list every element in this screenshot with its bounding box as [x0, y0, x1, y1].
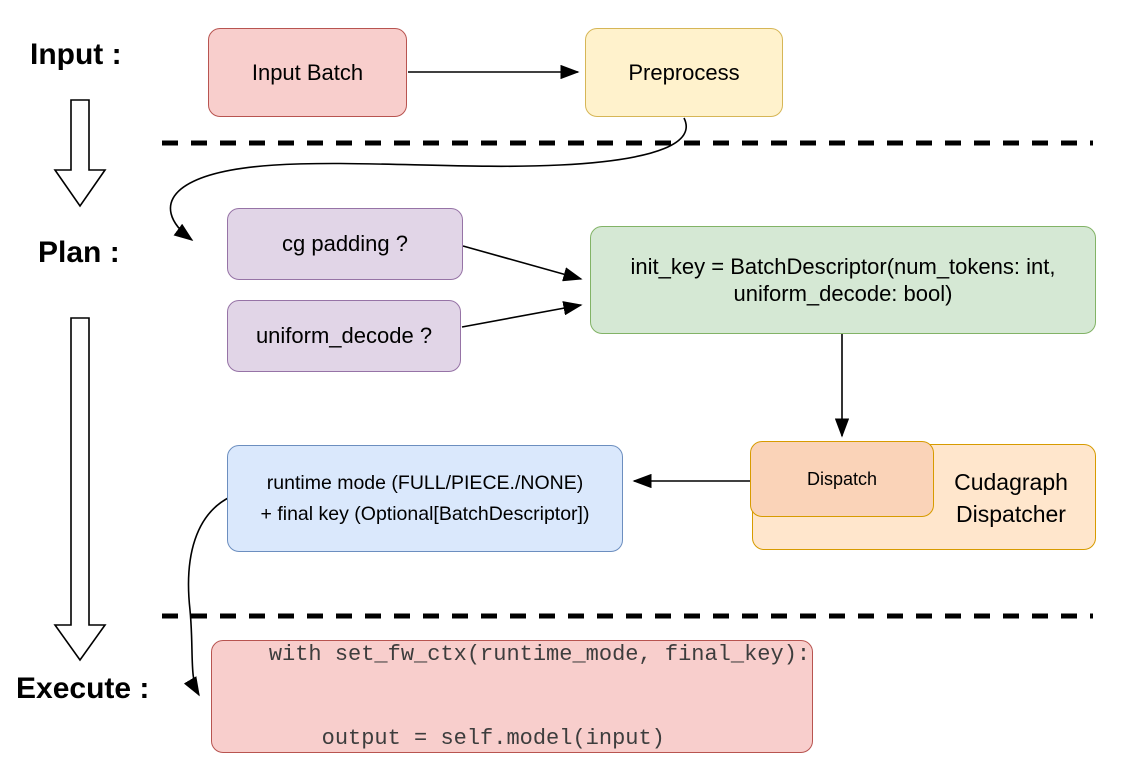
block-arrow-plan-to-execute — [53, 317, 107, 662]
init-key-line1: init_key = BatchDescriptor(num_tokens: i… — [630, 253, 1056, 279]
input-batch-box: Input Batch — [208, 28, 407, 117]
preprocess-box: Preprocess — [585, 28, 783, 117]
runtime-mode-line2: + final key (Optional[BatchDescriptor]) — [260, 502, 590, 525]
arrow-uniformdecode-to-initkey — [461, 301, 583, 328]
dispatch-label: Dispatch — [806, 468, 878, 489]
block-arrow-input-to-plan — [53, 99, 107, 208]
arrow-cgpadding-to-initkey — [462, 245, 583, 282]
input-batch-label: Input Batch — [251, 59, 364, 85]
execute-code-line2: output = self.model(input) — [268, 725, 665, 751]
execute-stage-label: Execute : — [16, 672, 150, 705]
plan-stage-label: Plan : — [38, 236, 120, 269]
execute-code-box: with set_fw_ctx(runtime_mode, final_key)… — [211, 640, 813, 753]
input-stage-label: Input : — [30, 38, 122, 71]
cg-padding-label: cg padding ? — [282, 231, 408, 257]
cudagraph-dispatcher-label: Cudagraph Dispatcher — [954, 468, 1068, 527]
uniform-decode-label: uniform_decode ? — [255, 323, 433, 349]
init-key-line2: uniform_decode: bool) — [733, 281, 953, 306]
uniform-decode-box: uniform_decode ? — [227, 300, 461, 372]
runtime-mode-box: runtime mode (FULL/PIECE./NONE) + final … — [227, 445, 623, 552]
runtime-mode-line1: runtime mode (FULL/PIECE./NONE) — [266, 472, 584, 495]
cg-padding-box: cg padding ? — [227, 208, 463, 280]
init-key-box: init_key = BatchDescriptor(num_tokens: i… — [590, 226, 1096, 334]
dispatch-box: Dispatch — [750, 441, 934, 517]
execute-code-line1: with set_fw_ctx(runtime_mode, final_key)… — [268, 641, 811, 667]
preprocess-label: Preprocess — [628, 59, 740, 85]
execute-code-text: with set_fw_ctx(runtime_mode, final_key)… — [212, 613, 810, 781]
